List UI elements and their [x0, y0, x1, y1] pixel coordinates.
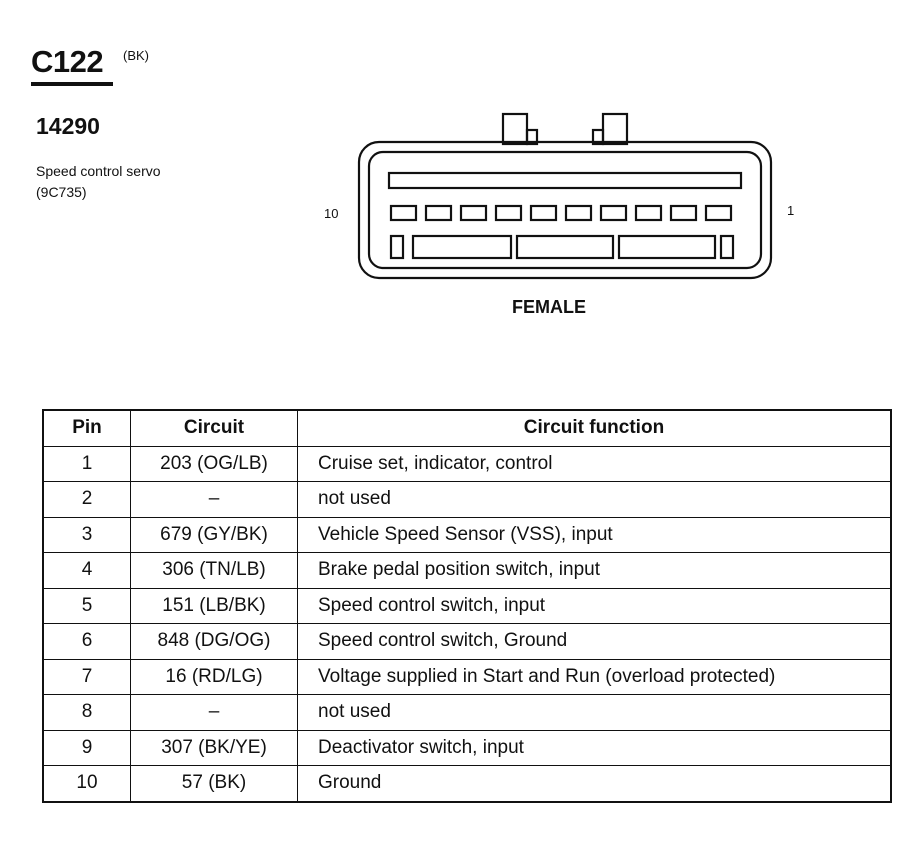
pin-number-label-right: 1 [787, 203, 795, 218]
pin-cavity-3 [634, 204, 663, 222]
connector-color-code: (BK) [123, 48, 149, 63]
circuit-cell: 16 (RD/LG) [130, 658, 298, 695]
title-underline [31, 82, 113, 86]
header-circuit-function: Circuit function [297, 409, 892, 447]
connector-gender-label: FEMALE [512, 297, 586, 317]
bottom-channel-center [515, 234, 615, 260]
pin-cavity-10 [389, 204, 418, 222]
table-row: 6 848 (DG/OG) Speed control switch, Grou… [42, 623, 892, 660]
function-cell: Voltage supplied in Start and Run (overl… [297, 658, 892, 695]
bottom-channel-right [617, 234, 717, 260]
table-row: 7 16 (RD/LG) Voltage supplied in Start a… [42, 658, 892, 695]
latch-right [601, 112, 629, 146]
circuit-cell: – [130, 481, 298, 518]
circuit-cell: 307 (BK/YE) [130, 729, 298, 766]
latch-right-tab [591, 128, 605, 146]
pin-cavity-6 [529, 204, 558, 222]
table-header-row: Pin Circuit Circuit function [42, 409, 892, 447]
pin-cell: 7 [42, 658, 131, 695]
function-cell: Speed control switch, Ground [297, 623, 892, 660]
pin-cell: 6 [42, 623, 131, 660]
pin-number-label-left: 10 [324, 206, 339, 221]
table-row: 10 57 (BK) Ground [42, 765, 892, 802]
pin-cavity-8 [459, 204, 488, 222]
pin-cell: 3 [42, 516, 131, 553]
header-circuit: Circuit [130, 409, 298, 447]
pin-cell: 8 [42, 694, 131, 731]
latch-left-tab [525, 128, 539, 146]
bottom-channel-left [411, 234, 513, 260]
function-cell: Brake pedal position switch, input [297, 552, 892, 589]
pin-cavity-4 [599, 204, 628, 222]
pin-cavity-2 [669, 204, 698, 222]
connector-description: Speed control servo [36, 163, 161, 179]
connector-key-slot [387, 171, 743, 190]
circuit-cell: 306 (TN/LB) [130, 552, 298, 589]
function-cell: not used [297, 694, 892, 731]
pin-cavity-7 [494, 204, 523, 222]
circuit-cell: 151 (LB/BK) [130, 587, 298, 624]
function-cell: not used [297, 481, 892, 518]
circuit-cell: 679 (GY/BK) [130, 516, 298, 553]
table-row: 1 203 (OG/LB) Cruise set, indicator, con… [42, 445, 892, 482]
pin-cell: 9 [42, 729, 131, 766]
pin-cavity-9 [424, 204, 453, 222]
pin-cavity-1 [704, 204, 733, 222]
connector-base-part: (9C735) [36, 184, 87, 200]
pin-assignment-table: Pin Circuit Circuit function 1 203 (OG/L… [42, 409, 892, 803]
table-row: 3 679 (GY/BK) Vehicle Speed Sensor (VSS)… [42, 516, 892, 553]
bottom-post-right [719, 234, 735, 260]
function-cell: Cruise set, indicator, control [297, 445, 892, 482]
circuit-cell: 848 (DG/OG) [130, 623, 298, 660]
connector-face-diagram [357, 112, 773, 280]
pin-cell: 1 [42, 445, 131, 482]
connector-housing-inner [367, 150, 763, 270]
function-cell: Deactivator switch, input [297, 729, 892, 766]
circuit-cell: 57 (BK) [130, 765, 298, 802]
latch-left [501, 112, 529, 146]
table-row: 9 307 (BK/YE) Deactivator switch, input [42, 729, 892, 766]
table-row: 2 – not used [42, 481, 892, 518]
pin-cell: 4 [42, 552, 131, 589]
table-row: 4 306 (TN/LB) Brake pedal position switc… [42, 552, 892, 589]
pin-cavity-5 [564, 204, 593, 222]
circuit-cell: – [130, 694, 298, 731]
pin-cell: 10 [42, 765, 131, 802]
function-cell: Speed control switch, input [297, 587, 892, 624]
header-pin: Pin [42, 409, 131, 447]
pin-cell: 2 [42, 481, 131, 518]
table-row: 5 151 (LB/BK) Speed control switch, inpu… [42, 587, 892, 624]
connector-housing-outer [357, 140, 773, 280]
function-cell: Vehicle Speed Sensor (VSS), input [297, 516, 892, 553]
pin-cell: 5 [42, 587, 131, 624]
function-cell: Ground [297, 765, 892, 802]
circuit-cell: 203 (OG/LB) [130, 445, 298, 482]
bottom-post-left [389, 234, 405, 260]
table-row: 8 – not used [42, 694, 892, 731]
connector-id: C122 [31, 44, 104, 79]
part-number: 14290 [36, 113, 100, 139]
